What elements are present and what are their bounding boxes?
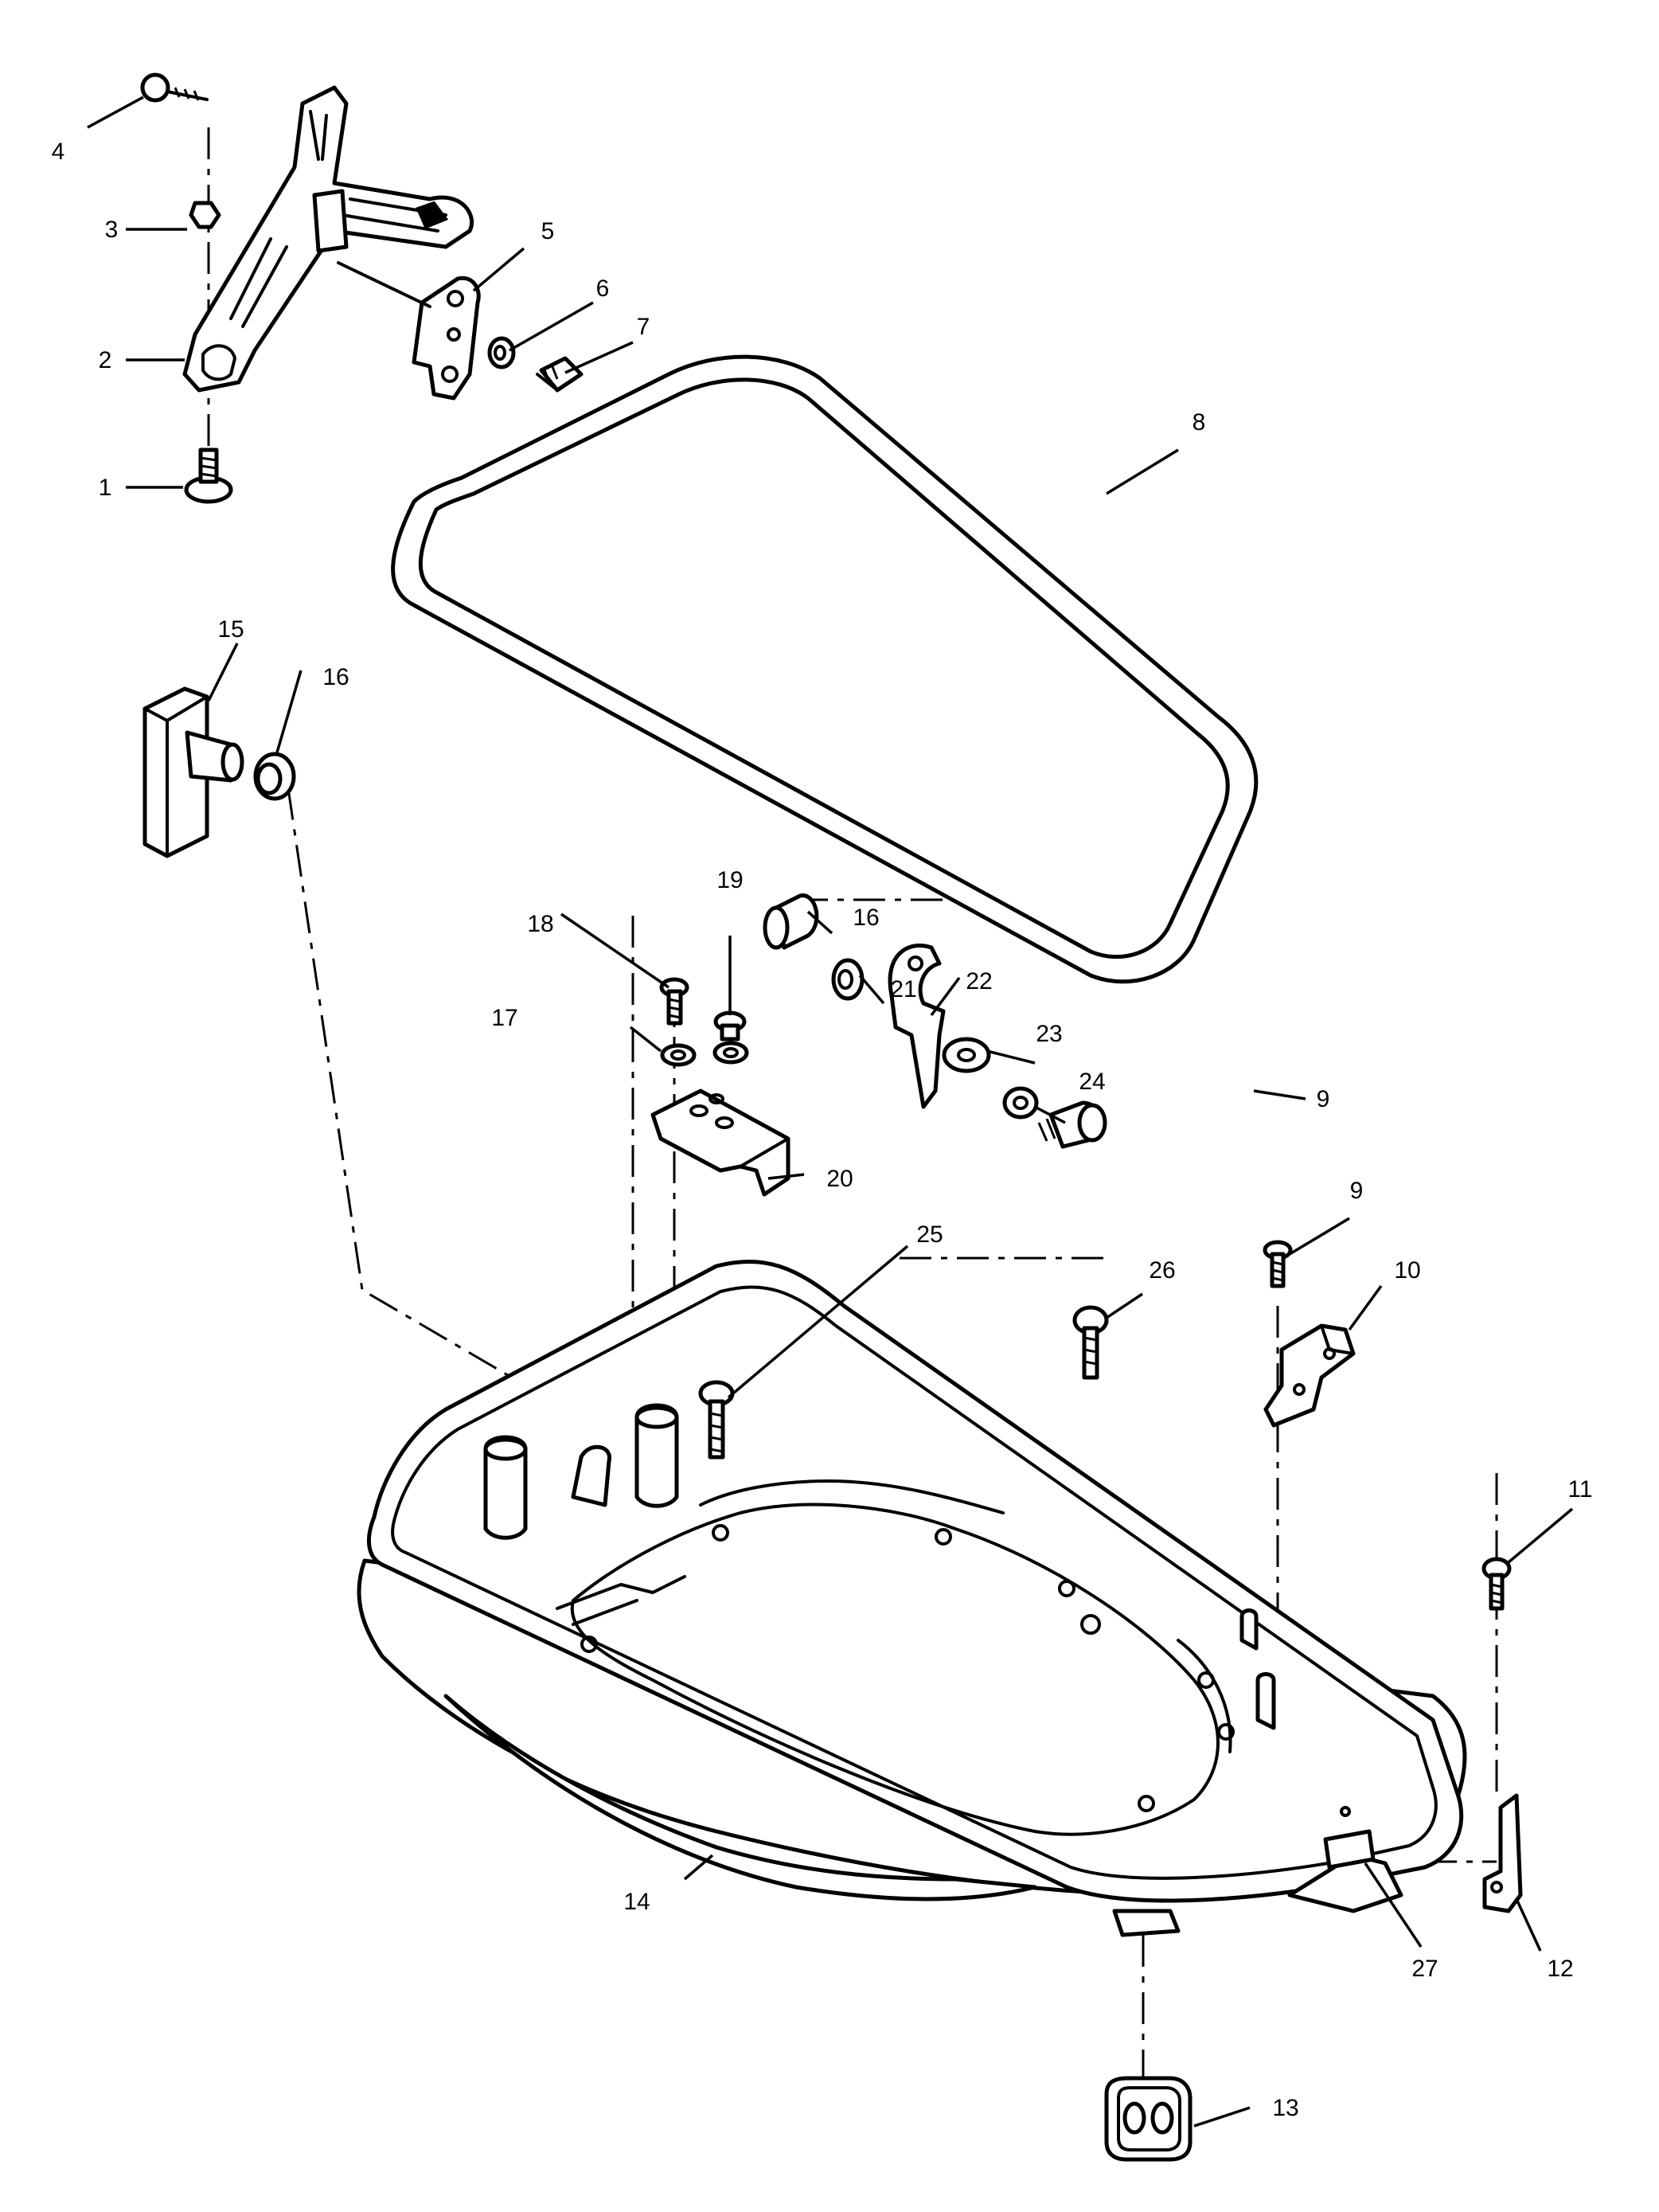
callout-27: 27 (1411, 1956, 1438, 1982)
callout-20: 20 (826, 1166, 853, 1192)
callout-9-upper: 9 (1317, 1086, 1330, 1112)
bracket-part-10 (1263, 1323, 1356, 1428)
screw-part-1 (184, 447, 233, 504)
link-part-5 (412, 276, 481, 401)
callout-16-right: 16 (853, 905, 879, 931)
callout-9-lower: 9 (1350, 1178, 1364, 1204)
callout-8: 8 (1193, 409, 1206, 436)
screw-part-18 (659, 977, 689, 1026)
grommet-part-16-right (763, 893, 819, 950)
washer-part-19b (712, 1041, 749, 1065)
clip-part-12 (1482, 1793, 1523, 1913)
screw-part-7 (536, 356, 584, 393)
callout-10: 10 (1394, 1257, 1420, 1284)
washer-part-6 (487, 336, 516, 369)
callout-19: 19 (716, 867, 743, 893)
nut-part-24 (1002, 1086, 1039, 1120)
callout-7: 7 (637, 314, 650, 340)
bracket-link-line (337, 261, 431, 308)
callout-1: 1 (99, 475, 112, 501)
bracket-part-20 (650, 1088, 790, 1197)
leader-lines (87, 96, 1574, 2128)
latch-handle-part-15 (142, 686, 244, 858)
callout-17: 17 (491, 1005, 517, 1031)
screw-part-9-upper (1037, 1100, 1107, 1149)
screw-part-9-lower (1263, 1240, 1293, 1288)
callout-21: 21 (890, 976, 916, 1002)
lower-cowl-part-14 (357, 1260, 1467, 1937)
callout-13: 13 (1272, 2095, 1298, 2121)
callout-18: 18 (527, 911, 553, 937)
bolt-part-4 (140, 72, 209, 103)
callout-14: 14 (623, 1889, 650, 1915)
washer-part-23 (942, 1037, 991, 1073)
callout-5: 5 (541, 218, 555, 244)
callout-2: 2 (99, 347, 112, 373)
screw-part-26 (1072, 1305, 1109, 1380)
latch-hook-part-22 (888, 944, 946, 1109)
callout-11: 11 (1567, 1476, 1592, 1503)
washer-part-17 (660, 1043, 697, 1067)
callout-12: 12 (1547, 1956, 1573, 1982)
callout-25: 25 (916, 1221, 943, 1248)
washer-part-21 (831, 958, 865, 1001)
callout-15: 15 (217, 616, 244, 643)
grommet-part-3 (189, 201, 221, 229)
screw-part-11 (1481, 1557, 1512, 1611)
callout-24: 24 (1079, 1069, 1105, 1095)
callout-22: 22 (966, 968, 992, 995)
bracket-part-2 (182, 85, 474, 393)
callout-6: 6 (596, 276, 610, 302)
callout-23: 23 (1036, 1021, 1062, 1047)
screw-part-19 (713, 1010, 747, 1042)
fitting-part-13 (1104, 2076, 1193, 2162)
callout-26: 26 (1149, 1257, 1175, 1284)
seal-ring-part-8 (391, 354, 1259, 984)
callout-labels: 1 2 3 4 5 6 7 8 9 9 10 11 12 13 14 15 16… (52, 139, 1593, 2121)
callout-4: 4 (52, 139, 65, 165)
callout-16-left: 16 (322, 664, 349, 690)
callout-3: 3 (105, 217, 119, 243)
grommet-part-16-left (253, 752, 296, 801)
